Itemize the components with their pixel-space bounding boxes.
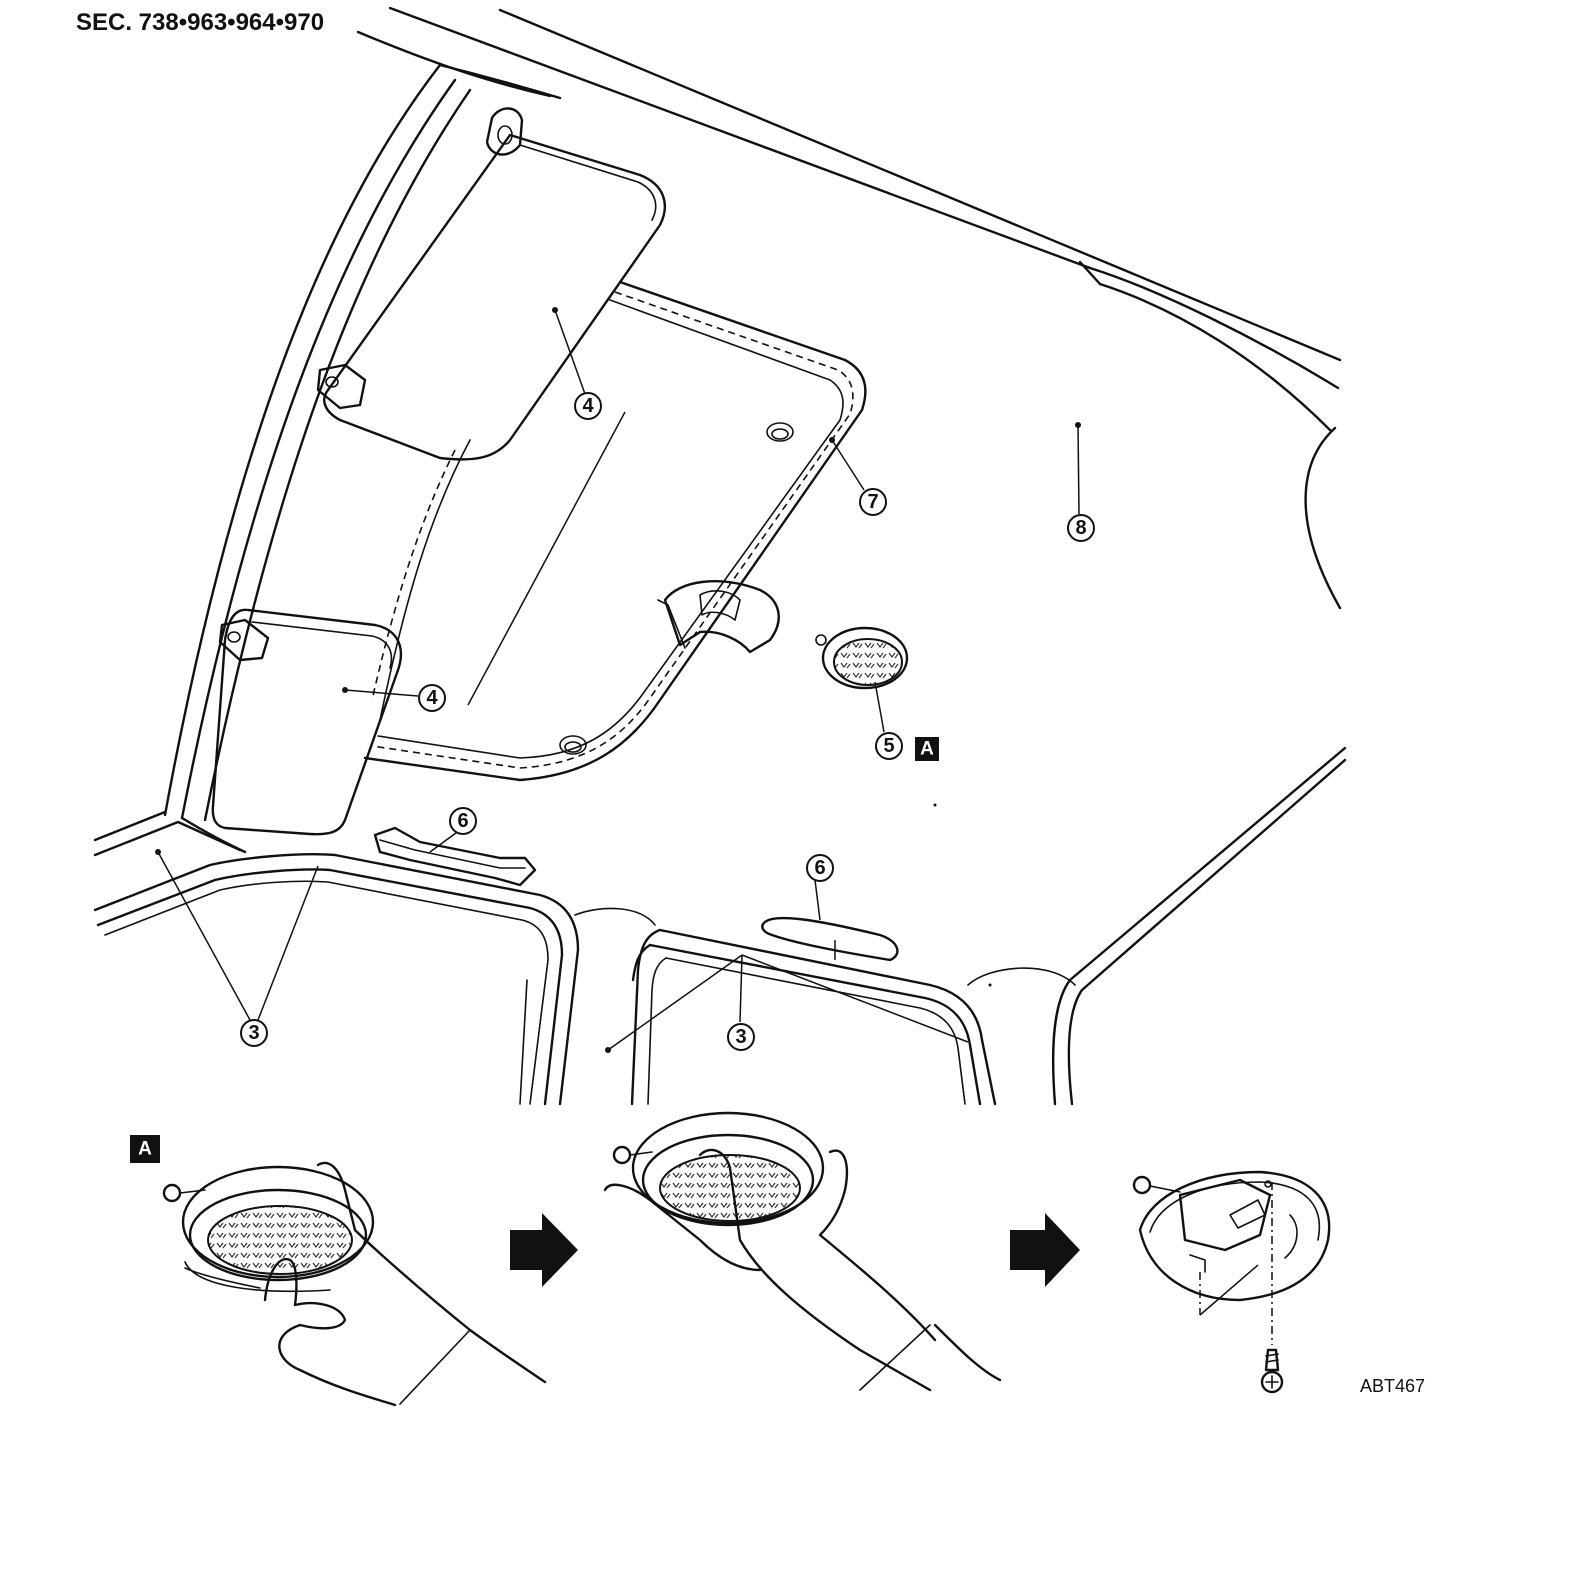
- callout-8: 8: [1067, 514, 1095, 542]
- detail-step-1: A: [130, 1135, 547, 1407]
- detail-step-3: [1132, 1170, 1331, 1394]
- svg-text:3: 3: [735, 1026, 746, 1048]
- callout-7: 7: [859, 488, 887, 516]
- callout-6-right: 6: [806, 854, 834, 882]
- svg-text:4: 4: [426, 687, 438, 709]
- detail-step-2: [603, 1111, 1002, 1392]
- room-lamp: [815, 626, 909, 690]
- view-tag-a-upper: A: [915, 737, 939, 761]
- sunroof-opening: [363, 280, 867, 782]
- callout-4-lower: 4: [418, 684, 446, 712]
- leader-lines: [155, 307, 1081, 1053]
- step-arrow-2: [1010, 1213, 1080, 1287]
- svg-text:7: 7: [867, 491, 878, 513]
- svg-text:3: 3: [248, 1022, 259, 1044]
- callout-4-upper: 4: [574, 392, 602, 420]
- svg-text:5: 5: [883, 735, 894, 757]
- callout-6-left: 6: [449, 807, 477, 835]
- section-reference: SEC. 738•963•964•970: [76, 9, 324, 36]
- sun-visor-lower: [211, 608, 403, 836]
- sun-visor-upper: [316, 107, 667, 461]
- weatherstrip-rear: [574, 907, 1076, 1106]
- callout-3-front: 3: [240, 1019, 268, 1047]
- callout-3-rear: 3: [727, 1023, 755, 1051]
- roof-outline: [93, 6, 1347, 1106]
- view-tag-a-detail-label: A: [138, 1139, 152, 1160]
- svg-text:6: 6: [457, 810, 468, 832]
- figure-code: ABT467: [1360, 1376, 1425, 1396]
- assist-grip-left: [373, 826, 537, 887]
- svg-text:4: 4: [582, 395, 594, 417]
- view-tag-a-detail: [130, 1135, 160, 1163]
- callout-5: 5: [875, 732, 903, 760]
- svg-text:8: 8: [1075, 517, 1086, 539]
- step-arrow-1: [510, 1213, 578, 1287]
- svg-text:6: 6: [814, 857, 825, 879]
- weatherstrip-front: [93, 853, 580, 1106]
- assist-grip-right: [761, 916, 899, 962]
- svg-text:A: A: [920, 739, 934, 760]
